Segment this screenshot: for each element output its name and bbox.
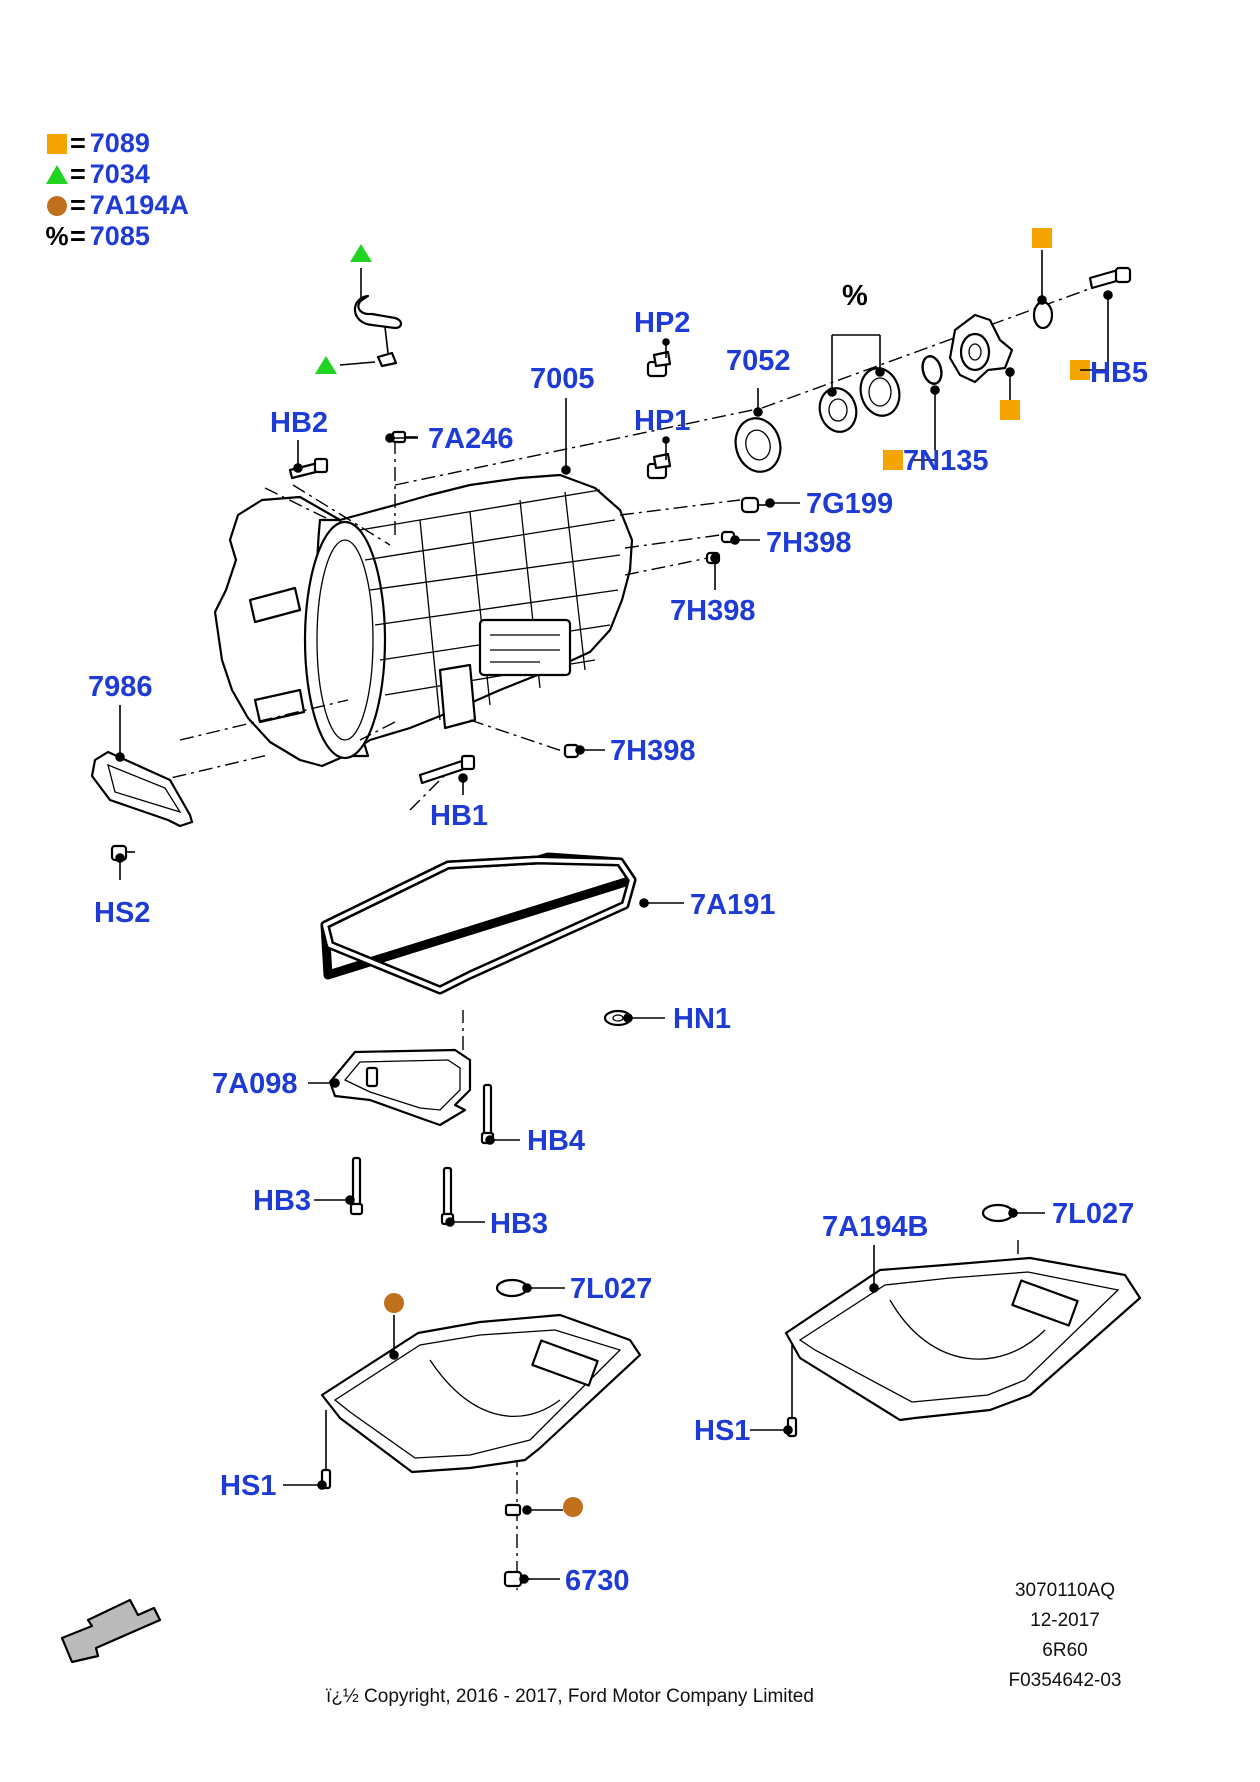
breather-tube: [353, 294, 418, 444]
callout-7h398: 7H398: [610, 735, 695, 767]
brown-circle-icon: [384, 1293, 404, 1313]
orange-square-icon: [1000, 400, 1020, 420]
callout-hp2: HP2: [634, 307, 690, 339]
legend-code: 7089: [89, 128, 150, 158]
bolt-hb3: [440, 1166, 455, 1226]
callout-hb3: HB3: [490, 1208, 548, 1240]
bolt-hb5: [1088, 266, 1132, 290]
fitting-7g199: [740, 496, 770, 514]
legend-equals: =: [70, 159, 86, 189]
oil-pan-left: [320, 1313, 642, 1474]
legend-code: 7085: [89, 221, 150, 251]
legend: = 7089 = 7034 = 7A194A % = 7085: [44, 128, 189, 252]
drawing-ref: F0354642-03: [1008, 1670, 1122, 1691]
legend-equals: =: [70, 221, 86, 251]
snap-ring: [921, 355, 943, 385]
bearing-7085: [818, 367, 901, 433]
legend-row-7089: = 7089: [44, 128, 189, 159]
oil-pan-right: [784, 1256, 1142, 1422]
drawing-date: 12-2017: [1030, 1610, 1100, 1631]
callout-7l027: 7L027: [1052, 1198, 1134, 1230]
legend-row-7034: = 7034: [44, 159, 189, 190]
bolt-hb1: [418, 754, 476, 785]
callout-hs1: HS1: [694, 1415, 750, 1447]
orange-square-icon: [1032, 228, 1052, 248]
callout-hs2: HS2: [94, 897, 150, 929]
callout-7a098: 7A098: [212, 1068, 297, 1100]
callout-7005: 7005: [530, 363, 595, 395]
drain-plug-6730: [503, 1503, 530, 1588]
callout-7h398: 7H398: [766, 527, 851, 559]
legend-code: 7034: [89, 159, 150, 189]
leader-lines: [115, 250, 1113, 1584]
cover-plate-7986: [90, 750, 194, 828]
percent-symbol: %: [45, 221, 69, 251]
callout-hb3: HB3: [253, 1185, 311, 1217]
callout-hb5: HB5: [1090, 357, 1148, 389]
orange-square-icon: [44, 133, 70, 154]
bolt-hb3: [349, 1156, 364, 1216]
legend-equals: =: [70, 190, 86, 220]
callout-hb4: HB4: [527, 1125, 585, 1157]
bolt-hb4: [480, 1083, 495, 1145]
green-triangle-icon: [315, 356, 337, 374]
orange-square-icon: [883, 450, 903, 470]
callout-hn1: HN1: [673, 1003, 731, 1035]
drawing-metadata: 3070110AQ 12-2017 6R60 F0354642-03: [970, 1576, 1160, 1696]
drawing-model: 6R60: [1042, 1640, 1088, 1661]
callout-7a194b: 7A194B: [822, 1211, 928, 1243]
green-triangle-icon: [44, 165, 70, 184]
front-direction-arrow-icon: [60, 1598, 162, 1664]
callout-6730: 6730: [565, 1565, 630, 1597]
callout-7052: 7052: [726, 345, 791, 377]
callout-hs1: HS1: [220, 1470, 276, 1502]
callout-7a246: 7A246: [428, 423, 513, 455]
washer: [1032, 300, 1054, 330]
callout-hb2: HB2: [270, 407, 328, 439]
green-triangle-icon: [350, 244, 372, 262]
filter-7a098: [328, 1048, 472, 1127]
callout-7l027: 7L027: [570, 1273, 652, 1305]
callout-7h398: 7H398: [670, 595, 755, 627]
brown-circle-icon: [44, 195, 70, 216]
pan-gasket-7a191: [320, 852, 637, 995]
callout-7986: 7986: [88, 671, 153, 703]
seal-7052: [734, 417, 782, 473]
legend-row-7085: % = 7085: [44, 221, 189, 252]
callout-7a191: 7A191: [690, 889, 775, 921]
output-flange: [948, 313, 1014, 384]
copyright-notice: ï¿½ Copyright, 2016 - 2017, Ford Motor C…: [326, 1686, 814, 1707]
callout-hp1: HP1: [634, 405, 690, 437]
brown-circle-icon: [563, 1497, 583, 1517]
callout-hb1: HB1: [430, 800, 488, 832]
legend-row-7a194a: = 7A194A: [44, 190, 189, 221]
callout-percent: %: [842, 280, 868, 312]
legend-equals: =: [70, 128, 86, 158]
callout-7g199: 7G199: [806, 488, 893, 520]
legend-code: 7A194A: [89, 190, 189, 220]
drawing-code: 3070110AQ: [1014, 1580, 1115, 1601]
transmission-case: [213, 473, 634, 768]
bolt-hb2: [288, 457, 329, 480]
callout-7n135: 7N135: [903, 445, 988, 477]
